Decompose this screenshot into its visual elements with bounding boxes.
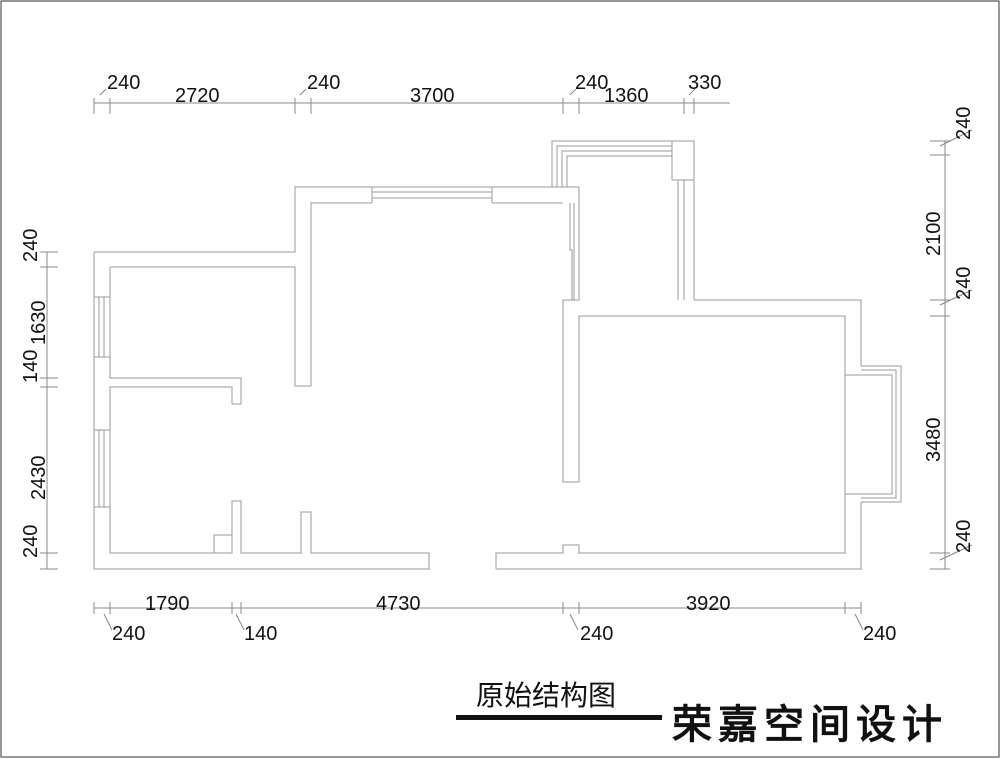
dim-left-2: 1630 xyxy=(28,301,50,346)
dim-bottom-4: 240 xyxy=(112,623,145,645)
dim-right-3: 240 xyxy=(953,267,975,300)
drawing-title: 原始结构图 xyxy=(476,679,616,712)
dim-bottom-2: 4730 xyxy=(376,593,421,615)
dim-left-5: 240 xyxy=(20,525,42,558)
dim-bottom-7: 240 xyxy=(863,623,896,645)
dim-bottom-3: 3920 xyxy=(686,593,731,615)
dimension-labels: 240 2720 240 3700 240 1360 330 1790 4730… xyxy=(20,72,975,645)
dimension-lines xyxy=(40,88,973,631)
dim-bottom-5: 140 xyxy=(244,623,277,645)
dim-left-3: 140 xyxy=(20,350,42,383)
title-underline xyxy=(456,715,662,720)
dim-top-1: 240 xyxy=(107,72,140,94)
dim-left-4: 2430 xyxy=(28,456,50,501)
dim-top-6: 1360 xyxy=(604,85,649,107)
dim-bottom-6: 240 xyxy=(580,623,613,645)
window-top xyxy=(371,187,493,203)
dim-top-7: 330 xyxy=(688,72,721,94)
company-logo: 荣嘉空间设计 xyxy=(672,701,948,748)
walls xyxy=(93,140,902,570)
window-left-upper xyxy=(94,296,110,358)
dim-top-3: 240 xyxy=(307,72,340,94)
dim-top-2: 2720 xyxy=(175,85,220,107)
dim-top-5: 240 xyxy=(575,72,608,94)
dim-right-4: 3480 xyxy=(923,418,945,463)
dim-left-1: 240 xyxy=(20,229,42,262)
window-left-lower xyxy=(94,429,110,508)
dim-right-2: 2100 xyxy=(923,212,945,257)
dim-top-4: 3700 xyxy=(410,85,455,107)
dim-right-5: 240 xyxy=(953,520,975,553)
dim-right-1: 240 xyxy=(953,107,975,140)
dim-bottom-1: 1790 xyxy=(145,593,190,615)
